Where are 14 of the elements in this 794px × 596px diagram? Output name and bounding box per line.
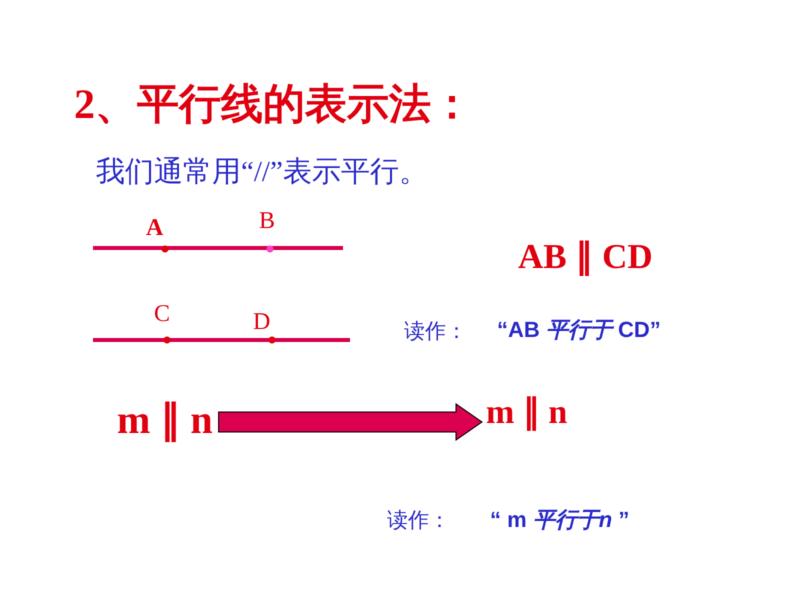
expression-text: m ∥ n — [117, 400, 213, 440]
point-label: D — [253, 310, 270, 334]
formula: AB ∥ CD — [518, 239, 653, 274]
point-label: B — [259, 209, 276, 233]
expression-text: m ∥ n — [486, 396, 568, 430]
reading-text: “AB 平行于 CD” — [497, 319, 661, 341]
point-label: A — [146, 216, 164, 240]
read-as-label: 读作： — [387, 510, 450, 531]
read-as-label: 读作： — [404, 321, 467, 342]
point-label: C — [154, 302, 170, 326]
title: 2、平行线的表示法： — [74, 84, 473, 126]
block-arrow — [218, 403, 483, 441]
subtitle: 我们通常用“//”表示平行。 — [96, 158, 428, 187]
reading-text: “ m 平行于n ” — [490, 509, 630, 531]
